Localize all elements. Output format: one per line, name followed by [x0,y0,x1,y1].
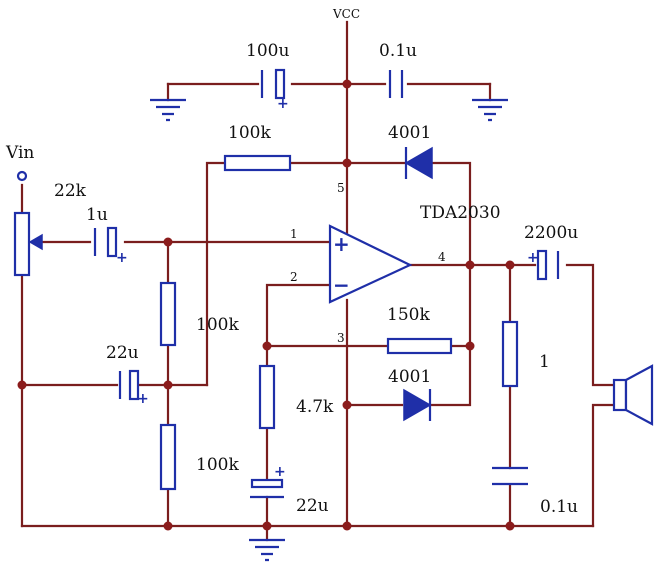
junction-dot [163,521,173,531]
junction-dot [163,380,173,390]
pin-label-3: 3 [337,331,345,345]
pin-label-4: 4 [438,250,446,264]
junction-dot [505,260,515,270]
capacitor-gain [250,478,284,499]
pin-label-1: 1 [290,227,298,241]
capacitor-bypass [118,369,140,401]
opamp-tda2030 [328,224,413,304]
capacitor-zobel-label: 0.1u [540,497,578,517]
junction-dot [342,400,352,410]
opamp-plus-sign: + [333,232,350,256]
resistor-divider-lower [159,423,177,491]
capacitor-supply-0-1u [388,70,404,98]
opamp-minus-sign: − [333,273,350,297]
resistor-divider-upper [159,281,177,347]
capacitor-polarity-mark: + [277,96,289,112]
diode-bottom [403,388,432,422]
ground-symbol-right [472,98,508,122]
resistor-bias-top-label: 100k [228,123,271,143]
capacitor-input-label: 1u [86,205,108,225]
junction-dot [342,79,352,89]
ground-symbol-bottom [249,538,285,562]
resistor-zobel-label: 1 [539,352,550,372]
pin-label-5: 5 [337,181,345,195]
resistor-gain-lower-label: 100k [196,455,239,475]
diode-bottom-label: 4001 [388,367,431,387]
pin-label-2: 2 [290,270,298,284]
capacitor-output [536,249,560,281]
resistor-feedback-label: 150k [387,305,430,325]
capacitor-polarity-mark: + [527,250,539,266]
junction-dot [465,260,475,270]
diode-top-label: 4001 [388,123,431,143]
capacitor-polarity-mark: + [274,464,286,480]
capacitor-polarity-mark: + [137,391,149,407]
resistor-zobel [501,320,519,388]
junction-dot [17,380,27,390]
diode-top [404,146,433,180]
resistor-divider-label: 100k [196,315,239,335]
ground-symbol-left [150,98,186,122]
vcc-label: VCC [332,7,360,21]
capacitor-zobel [492,466,528,486]
input-terminal [16,170,28,182]
capacitor-gain-label: 22u [296,496,329,516]
potentiometer-label: 22k [54,181,87,201]
junction-dot [465,341,475,351]
junction-dot [342,158,352,168]
capacitor-polarity-mark: + [116,250,128,266]
junction-dot [505,521,515,531]
resistor-bias-top [223,154,292,172]
resistor-gain-lower [258,364,276,430]
junctions [17,79,515,531]
speaker-icon [612,364,654,426]
capacitor-supply-100u [260,68,286,100]
resistor-feedback [386,337,453,355]
capacitor-input [93,226,118,258]
junction-dot [342,521,352,531]
capacitor-supply-100u-label: 100u [246,41,289,61]
resistor-gain-label: 4.7k [296,397,334,417]
junction-dot [262,521,272,531]
ic-label: TDA2030 [420,203,501,223]
input-label: Vin [5,143,34,163]
capacitor-output-label: 2200u [524,223,578,243]
junction-dot [163,237,173,247]
potentiometer [13,211,43,277]
capacitor-bypass-label: 22u [106,343,139,363]
junction-dot [262,341,272,351]
wires [20,20,616,542]
capacitor-supply-0-1u-label: 0.1u [379,41,417,61]
